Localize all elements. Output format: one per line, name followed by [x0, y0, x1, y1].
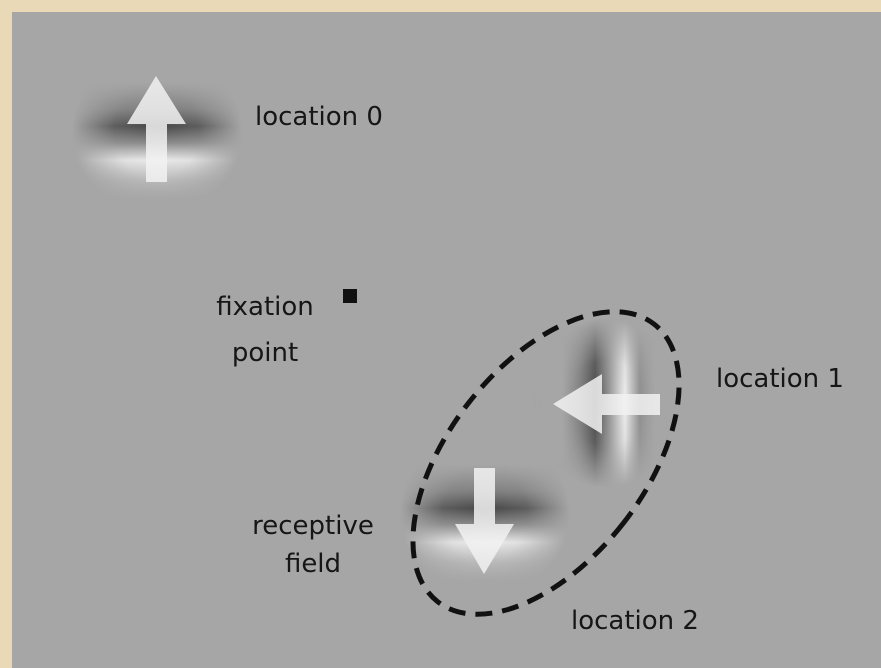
label-fixation-point-line1: fixation: [216, 292, 314, 322]
label-receptive-field-line1: receptive: [252, 511, 374, 541]
label-fixation-point-line2: point: [232, 338, 298, 368]
arrow-left-icon: [553, 374, 660, 434]
label-location-2: location 2: [571, 606, 699, 636]
label-receptive-field-line2: field: [285, 549, 341, 579]
stimulus-location-1: [532, 318, 682, 488]
stimulus-location-0: [72, 48, 242, 218]
receptive-field-outline: [410, 309, 682, 617]
label-location-1: location 1: [716, 364, 844, 394]
arrow-up-icon: [127, 76, 186, 182]
stimulus-location-2: [400, 430, 570, 600]
arrow-down-icon: [455, 468, 514, 574]
fixation-point-marker: [343, 289, 357, 303]
label-location-0: location 0: [255, 102, 383, 132]
